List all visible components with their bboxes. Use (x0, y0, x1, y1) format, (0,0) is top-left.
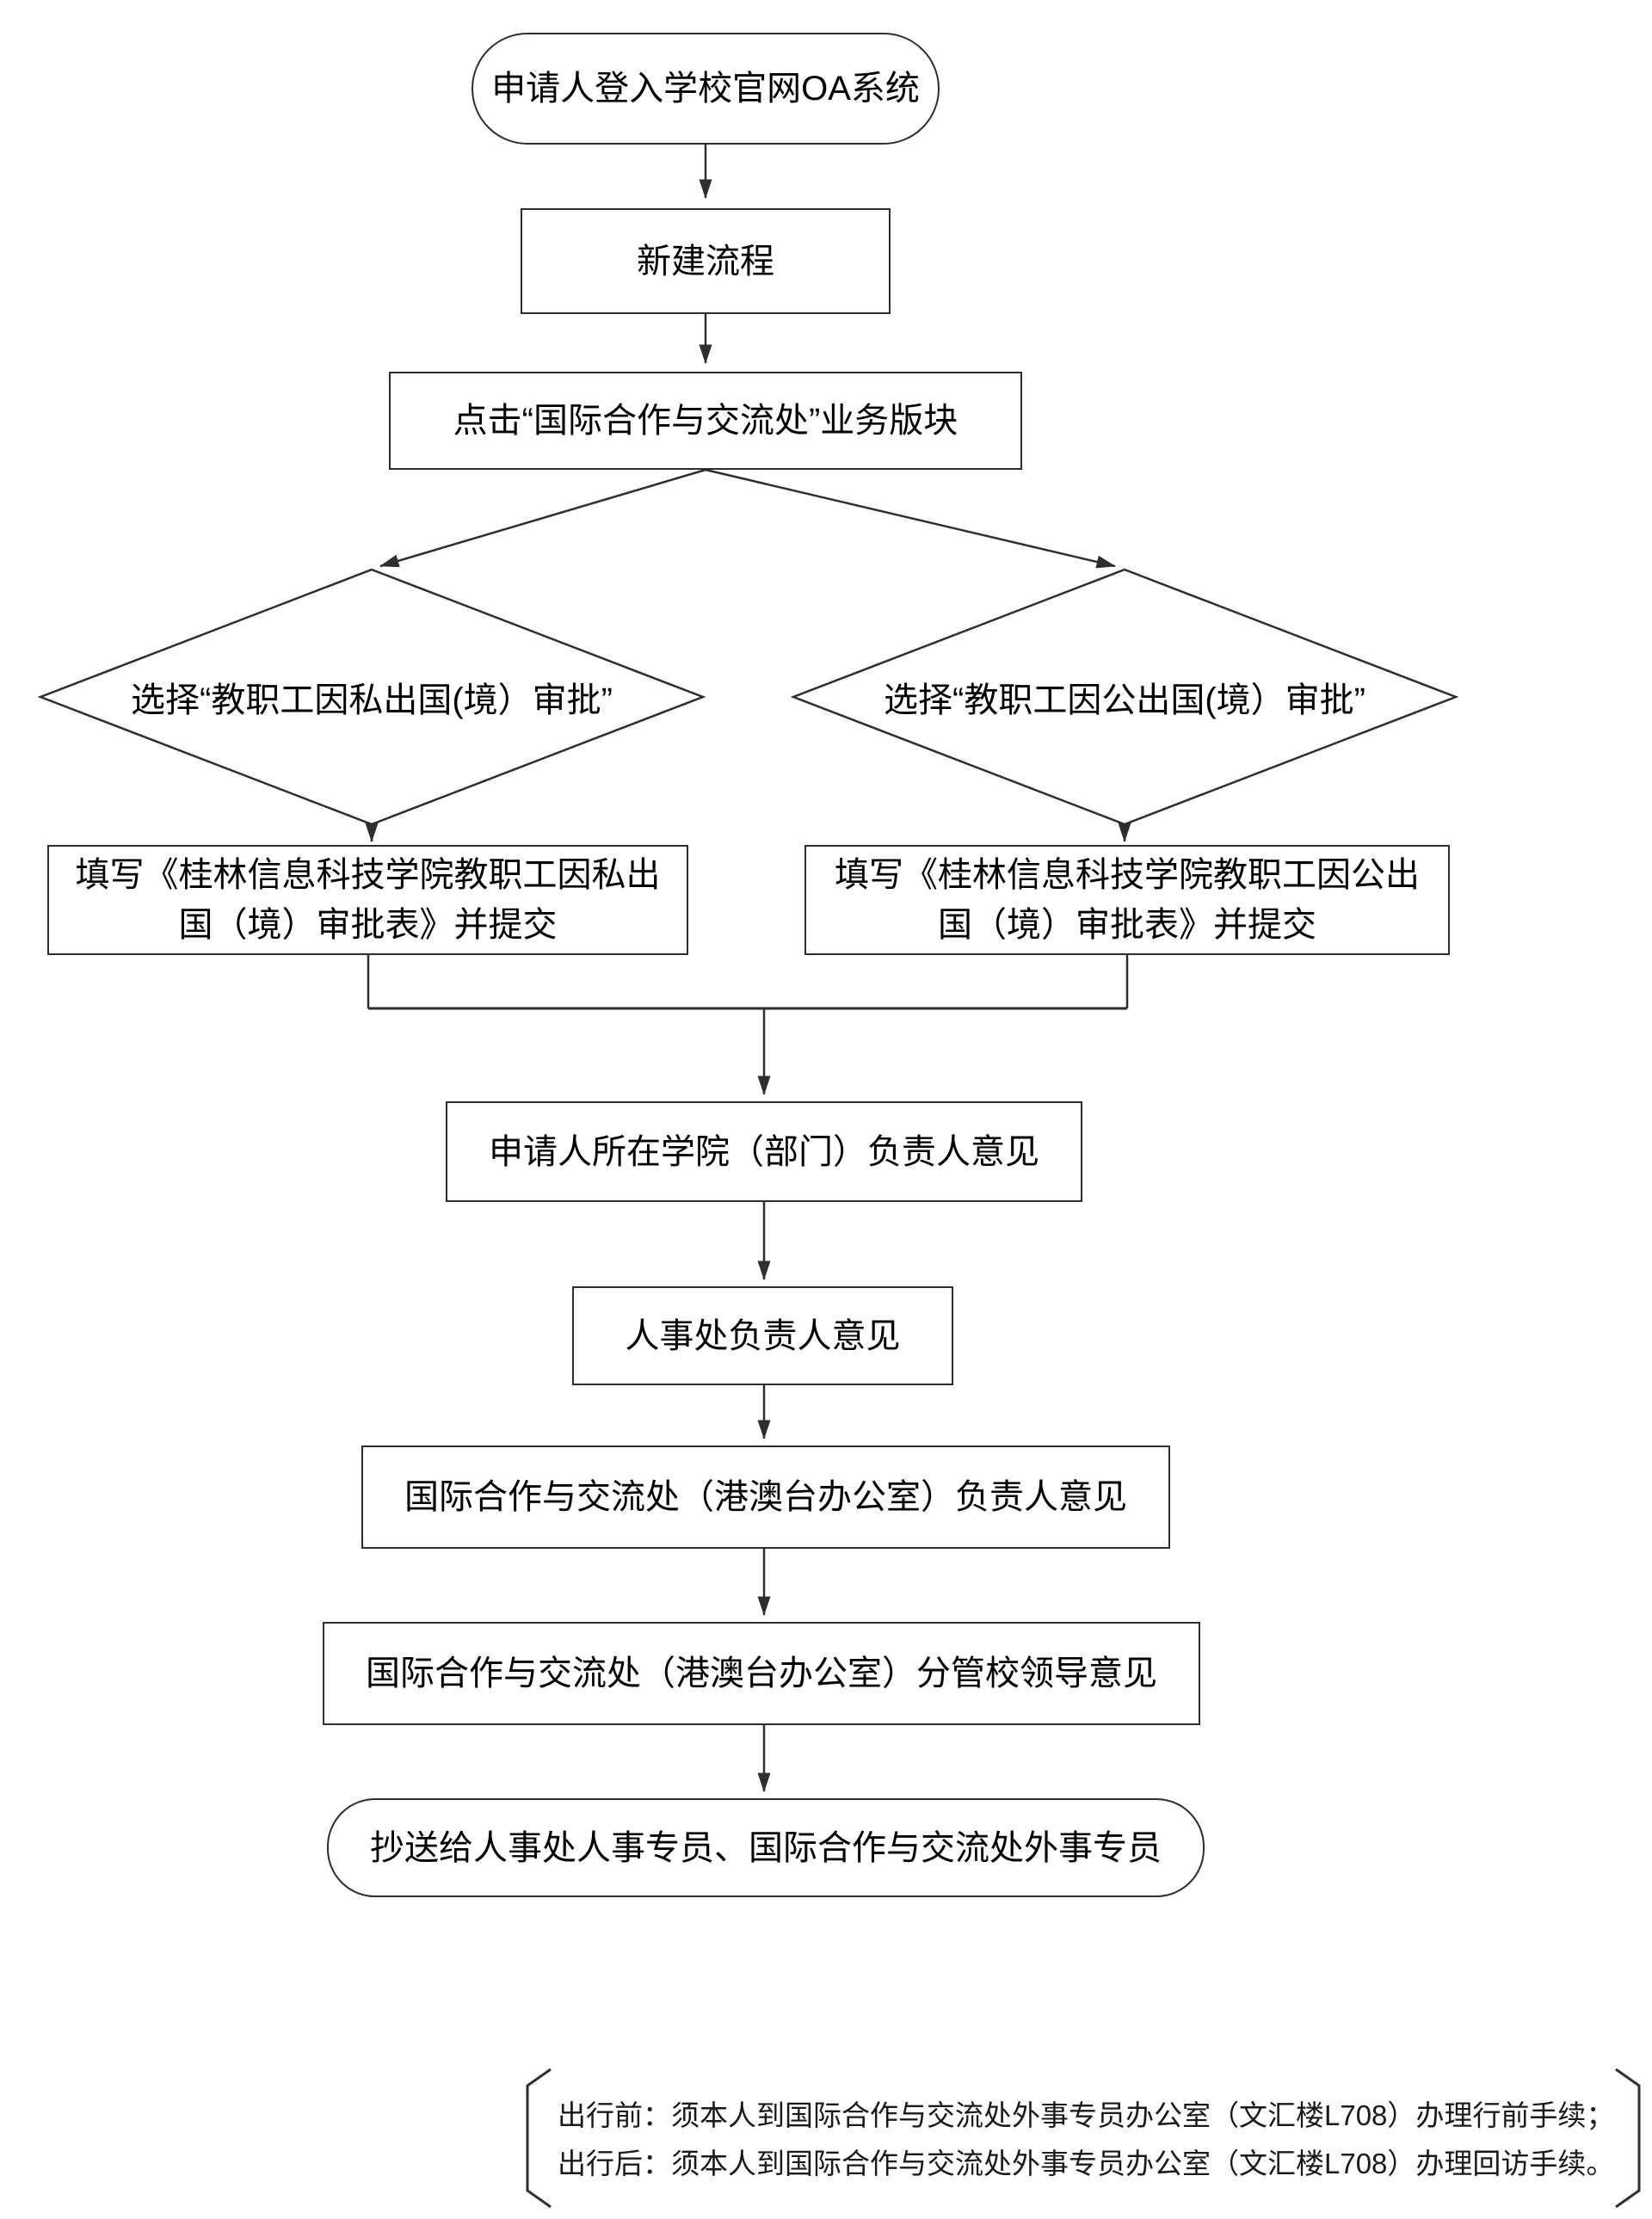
node-dept-head-opinion-label: 申请人所在学院（部门）负责人意见 (489, 1132, 1039, 1171)
node-dept-head-opinion: 申请人所在学院（部门）负责人意见 (446, 1101, 1082, 1202)
node-school-leader-opinion: 国际合作与交流处（港澳台办公室）分管校领导意见 (323, 1622, 1200, 1725)
node-hr-head-opinion-label: 人事处负责人意见 (625, 1316, 901, 1355)
note-line-2: 出行后：须本人到国际合作与交流处外事专员办公室（文汇楼L708）办理回访手续。 (558, 2148, 1615, 2179)
node-intl-office-head-opinion: 国际合作与交流处（港澳台办公室）负责人意见 (361, 1445, 1170, 1549)
node-decision-public: 选择“教职工因公出国(境）审批” (811, 638, 1439, 755)
node-decision-public-label: 选择“教职工因公出国(境）审批” (884, 681, 1365, 719)
node-hr-head-opinion: 人事处负责人意见 (572, 1286, 953, 1385)
node-school-leader-opinion-label: 国际合作与交流处（港澳台办公室）分管校领导意见 (366, 1655, 1157, 1692)
connector-click-module-to-decision-public (705, 468, 1116, 569)
node-copy-to-label: 抄送给人事处人事专员、国际合作与交流处外事专员 (370, 1828, 1162, 1867)
node-decision-private-label: 选择“教职工因私出国(境）审批” (131, 681, 613, 719)
node-decision-private: 选择“教职工因私出国(境）审批” (58, 638, 686, 755)
node-intl-office-head-opinion-label: 国际合作与交流处（港澳台办公室）负责人意见 (404, 1478, 1127, 1516)
node-new-process-label: 新建流程 (637, 242, 774, 280)
node-click-module: 点击“国际合作与交流处”业务版块 (389, 372, 1022, 470)
note-bracket-left (526, 2068, 552, 2209)
node-fill-public-form: 填写《桂林信息科技学院教职工因公出国（境）审批表》并提交 (804, 845, 1450, 955)
note-bracket-right (1615, 2068, 1641, 2209)
node-copy-to: 抄送给人事处人事专员、国际合作与交流处外事专员 (327, 1798, 1205, 1897)
note-block: 出行前：须本人到国际合作与交流处外事专员办公室（文汇楼L708）办理行前手续； … (558, 2075, 1615, 2204)
node-click-module-label: 点击“国际合作与交流处”业务版块 (453, 402, 959, 440)
node-fill-public-form-label: 填写《桂林信息科技学院教职工因公出国（境）审批表》并提交 (835, 856, 1420, 944)
node-start: 申请人登入学校官网OA系统 (472, 33, 940, 145)
node-new-process: 新建流程 (521, 208, 891, 314)
node-start-label: 申请人登入学校官网OA系统 (491, 70, 920, 108)
note-line-1: 出行前：须本人到国际合作与交流处外事专员办公室（文汇楼L708）办理行前手续； (558, 2099, 1615, 2132)
node-fill-private-form-label: 填写《桂林信息科技学院教职工因私出国（境）审批表》并提交 (75, 856, 661, 944)
connector-click-module-to-decision-private (379, 468, 706, 568)
node-fill-private-form: 填写《桂林信息科技学院教职工因私出国（境）审批表》并提交 (47, 845, 688, 955)
